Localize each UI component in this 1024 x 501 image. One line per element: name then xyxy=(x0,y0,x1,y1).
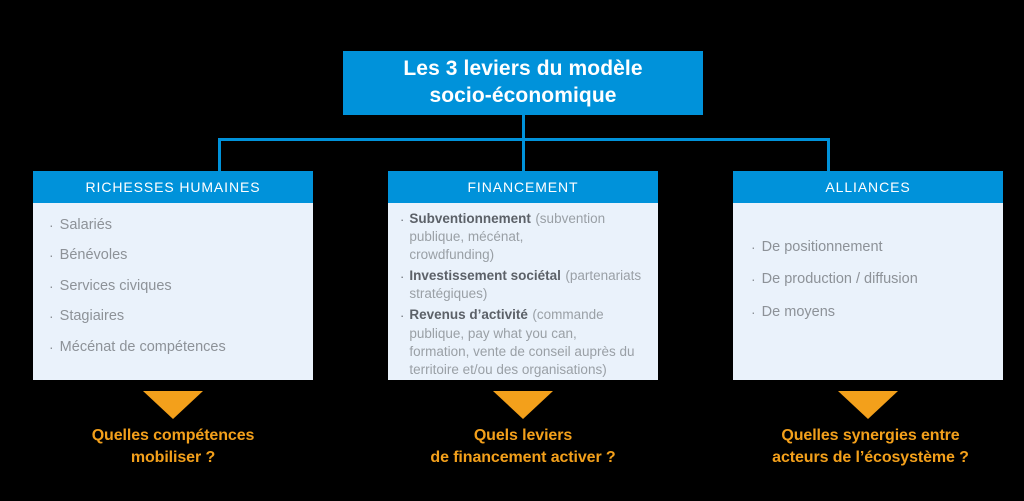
bullet-icon: · xyxy=(49,338,54,355)
down-arrow-icon xyxy=(838,391,898,419)
column-card-financement: FINANCEMENT · Subventionnement (subventi… xyxy=(388,171,658,380)
list-item-label: Bénévoles xyxy=(59,247,128,264)
diagram-title: Les 3 leviers du modèle socio-économique xyxy=(403,57,643,107)
column-card-alliances: ALLIANCES · De positionnement · De produ… xyxy=(733,171,1003,380)
bullet-icon: · xyxy=(400,308,405,324)
connector-drop-left xyxy=(218,138,221,172)
list-item: · Revenus d’activité (commande publique,… xyxy=(400,306,646,378)
bullet-icon: · xyxy=(49,247,54,264)
list-item-label: De production / diffusion xyxy=(761,271,918,288)
list-item: · De moyens xyxy=(751,304,987,321)
list-item: · De production / diffusion xyxy=(751,271,987,288)
list-item: · Bénévoles xyxy=(49,247,297,264)
list-item: · De positionnement xyxy=(751,239,987,256)
column-card-richesses-humaines: RICHESSES HUMAINES · Salariés · Bénévole… xyxy=(33,171,313,380)
list-item: · Subventionnement (subvention publique,… xyxy=(400,210,646,264)
bullet-icon: · xyxy=(49,277,54,294)
caption-alliances: Quelles synergies entre acteurs de l’éco… xyxy=(772,427,969,466)
list-item-label: Mécénat de compétences xyxy=(59,338,226,355)
caption-financement: Quels leviers de financement activer ? xyxy=(430,427,616,466)
list-item-title: Investissement sociétal xyxy=(409,268,561,284)
caption-richesses-humaines: Quelles compétences mobiliser ? xyxy=(91,427,255,466)
list-item-detail: (partenariats stratégiques) xyxy=(409,268,642,302)
list-item: · Mécénat de compétences xyxy=(49,339,297,356)
column-body-richesses-humaines: · Salariés · Bénévoles · Services civiqu… xyxy=(33,203,313,379)
bullet-icon: · xyxy=(400,212,405,227)
diagram-title-box: Les 3 leviers du modèle socio-économique xyxy=(343,51,703,115)
list-item-detail: (commande publique, pay what you can, fo… xyxy=(409,307,635,377)
list-item-label: De positionnement xyxy=(761,239,883,255)
column-body-financement: · Subventionnement (subvention publique,… xyxy=(388,203,658,390)
bullet-icon: · xyxy=(49,308,54,325)
list-item: · Stagiaires xyxy=(49,308,297,325)
bullet-icon: · xyxy=(751,239,756,255)
connector-stem-top xyxy=(522,115,525,140)
column-header-financement: FINANCEMENT xyxy=(388,171,658,203)
connector-drop-center xyxy=(522,138,525,172)
column-body-alliances: · De positionnement · De production / di… xyxy=(733,203,1003,346)
list-item: · Salariés xyxy=(49,217,297,234)
list-item: · Investissement sociétal (partenariats … xyxy=(400,267,646,303)
down-arrow-icon xyxy=(143,391,203,419)
column-header-richesses-humaines: RICHESSES HUMAINES xyxy=(33,171,313,203)
bullet-icon: · xyxy=(400,269,405,285)
list-item-label: De moyens xyxy=(761,303,836,320)
list-item-title: Revenus d’activité xyxy=(409,307,528,323)
connector-drop-right xyxy=(827,138,830,172)
list-item-label: Stagiaires xyxy=(59,308,125,325)
down-arrow-icon xyxy=(493,391,553,419)
list-item-label: Salariés xyxy=(59,217,113,233)
bullet-icon: · xyxy=(751,271,756,288)
bullet-icon: · xyxy=(49,217,54,233)
column-header-alliances: ALLIANCES xyxy=(733,171,1003,203)
list-item-detail: (subvention publique, mécénat, crowdfund… xyxy=(409,211,606,263)
bullet-icon: · xyxy=(751,303,756,320)
list-item-label: Services civiques xyxy=(59,277,172,294)
list-item: · Services civiques xyxy=(49,278,297,295)
list-item-title: Subventionnement xyxy=(409,211,531,226)
